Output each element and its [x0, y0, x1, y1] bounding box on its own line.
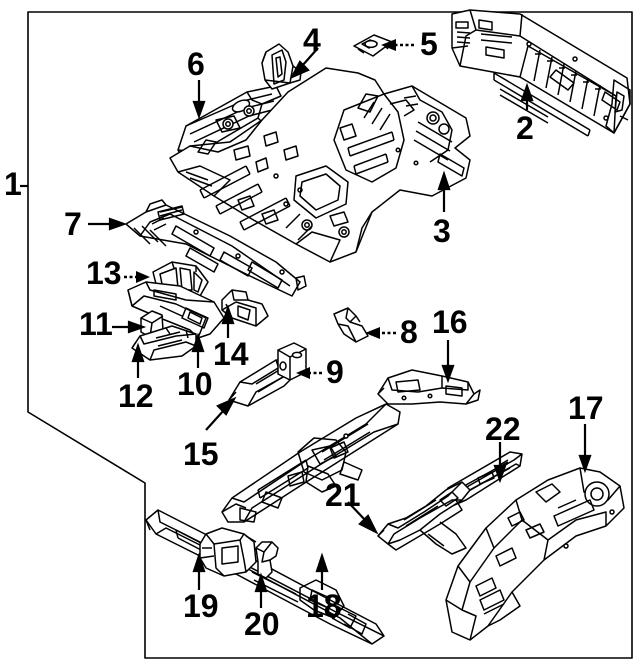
callout-label-9[interactable]: 9 [326, 354, 344, 390]
part-2-rear-end-panel [451, 9, 631, 137]
callout-label-1[interactable]: 1 [4, 166, 22, 202]
callout-label-19[interactable]: 19 [183, 588, 219, 624]
callout-label-15[interactable]: 15 [183, 436, 219, 472]
callout-label-13[interactable]: 13 [86, 255, 122, 291]
part-4-wheelhouse-inner-bracket [261, 43, 302, 90]
part-8-small-bracket [333, 307, 369, 343]
part-3-rear-floor-pan [169, 67, 471, 263]
callout-label-2[interactable]: 2 [516, 110, 534, 146]
callout-label-20[interactable]: 20 [244, 606, 280, 642]
callout-label-21[interactable]: 21 [325, 477, 361, 513]
part-12-floor-side-member-short [131, 325, 197, 361]
callout-label-7[interactable]: 7 [64, 206, 82, 242]
callout-label-10[interactable]: 10 [177, 366, 213, 402]
callout-label-17[interactable]: 17 [568, 390, 604, 426]
part-21-rear-floor-crossmember [377, 481, 471, 555]
callout-label-12[interactable]: 12 [118, 378, 154, 414]
callout-label-5[interactable]: 5 [420, 26, 438, 62]
part-19-spare-tire-carrier-bracket [199, 527, 257, 577]
part-9-jack-support-block [277, 342, 307, 381]
callout-label-22[interactable]: 22 [485, 411, 521, 447]
callout-label-18[interactable]: 18 [306, 588, 342, 624]
callout-label-16[interactable]: 16 [432, 304, 468, 340]
callout-label-4[interactable]: 4 [303, 22, 321, 58]
group-boundary-outline [27, 11, 633, 659]
callout-label-6[interactable]: 6 [187, 46, 205, 82]
part-16-rear-side-member-front-end [377, 369, 481, 405]
part-17-rear-side-member-right [445, 467, 625, 641]
callout-label-14[interactable]: 14 [213, 336, 249, 372]
part-7-floor-side-extension [125, 199, 307, 297]
callout-label-8[interactable]: 8 [400, 314, 418, 350]
leader-15 [205, 409, 225, 431]
leader-4 [301, 47, 319, 67]
leader-21 [347, 501, 367, 522]
part-20-bump-stop-bracket [255, 541, 279, 579]
left-rail-upper-assembly [221, 403, 401, 523]
callout-label-3[interactable]: 3 [433, 213, 451, 249]
callout-label-11[interactable]: 11 [79, 306, 113, 342]
